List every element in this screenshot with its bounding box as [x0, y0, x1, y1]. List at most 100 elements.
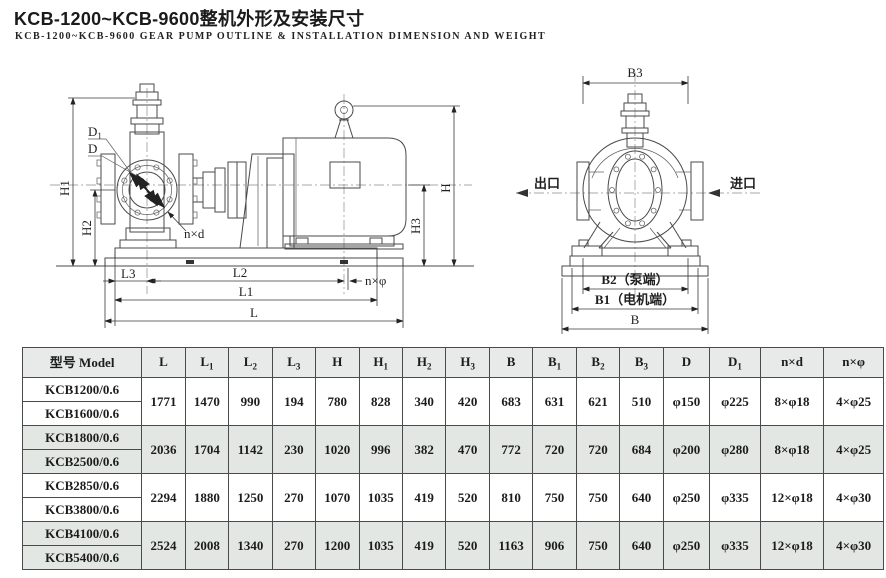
- value-cell: 990: [228, 377, 273, 426]
- dim-label-d1: D1: [88, 124, 102, 141]
- centerlines: [516, 72, 762, 300]
- value-cell: 1470: [184, 377, 230, 426]
- col-header: L: [141, 347, 186, 378]
- col-header: n×φ: [823, 347, 884, 378]
- value-cell: 470: [445, 425, 490, 474]
- dim-label-b1: B1（电机端）: [595, 292, 675, 307]
- value-cell: 1163: [488, 521, 534, 570]
- table-row: KCB3800/0.6: [21, 497, 884, 522]
- col-header: D1: [709, 347, 761, 378]
- dim-label-h2: H2: [79, 220, 94, 236]
- model-cell: KCB5400/0.6: [21, 545, 143, 570]
- value-cell: 8×φ18: [759, 425, 825, 474]
- centerlines: [50, 88, 472, 294]
- value-cell: 996: [358, 425, 403, 474]
- table-row: KCB2850/0.6 2294 1880 1250 270 1070 1035…: [21, 473, 884, 522]
- value-cell: 382: [401, 425, 447, 474]
- value-cell: 1020: [315, 425, 360, 474]
- dim-label-d: D: [88, 141, 97, 156]
- col-header: L2: [228, 347, 273, 378]
- model-cell: KCB1200/0.6: [21, 377, 143, 402]
- col-header: B1: [532, 347, 577, 378]
- value-cell: 631: [532, 377, 577, 426]
- dim-label-b2: B2（泵端）: [601, 272, 668, 287]
- col-header-model: 型号 Model: [21, 347, 143, 378]
- model-cell: KCB3800/0.6: [21, 497, 143, 522]
- value-cell: 1771: [141, 377, 186, 426]
- value-cell: φ150: [662, 377, 711, 426]
- page-subtitle: KCB-1200~KCB-9600 GEAR PUMP OUTLINE & IN…: [15, 31, 547, 42]
- value-cell: φ225: [709, 377, 761, 426]
- port-labels: 出口 进口: [516, 176, 756, 197]
- value-cell: 419: [401, 521, 447, 570]
- table-row: KCB4100/0.6 2524 2008 1340 270 1200 1035…: [21, 521, 884, 570]
- value-cell: 1035: [358, 521, 403, 570]
- value-cell: 4×φ25: [823, 377, 884, 426]
- value-cell: 621: [575, 377, 621, 426]
- col-header: H3: [445, 347, 490, 378]
- value-cell: 2524: [141, 521, 186, 570]
- value-cell: 772: [488, 425, 534, 474]
- dimensions-side: H1 H2 H H3 L3 L2 n×φ L1 L: [57, 97, 460, 328]
- model-cell: KCB4100/0.6: [21, 521, 143, 546]
- value-cell: φ335: [709, 473, 761, 522]
- col-header: L1: [184, 347, 230, 378]
- dim-label-h: H: [438, 183, 453, 192]
- side-view-drawing: H1 H2 H H3 L3 L2 n×φ L1 L: [50, 83, 474, 328]
- value-cell: 810: [488, 473, 534, 522]
- value-cell: 720: [575, 425, 621, 474]
- value-cell: 720: [532, 425, 577, 474]
- table-header-row: 型号 Model L L1 L2 L3 H H1 H2 H3 B B1 B2 B…: [21, 347, 884, 378]
- dimension-table: 型号 Model L L1 L2 L3 H H1 H2 H3 B B1 B2 B…: [21, 347, 884, 570]
- value-cell: 684: [619, 425, 664, 474]
- value-cell: 420: [445, 377, 490, 426]
- dim-label-n-phi: n×φ: [365, 273, 386, 288]
- value-cell: 1340: [228, 521, 273, 570]
- table-row: KCB5400/0.6: [21, 545, 884, 570]
- model-cell: KCB1800/0.6: [21, 425, 143, 450]
- value-cell: 510: [619, 377, 664, 426]
- value-cell: 4×φ30: [823, 473, 884, 522]
- dim-label-b: B: [631, 312, 640, 327]
- value-cell: 12×φ18: [759, 521, 825, 570]
- col-header: H1: [358, 347, 403, 378]
- pump-support-outline: [561, 221, 709, 277]
- value-cell: 640: [619, 473, 664, 522]
- col-header: D: [662, 347, 711, 378]
- dim-label-l1: L1: [239, 284, 253, 299]
- value-cell: 194: [271, 377, 317, 426]
- outlet-label: 出口: [534, 176, 560, 191]
- value-cell: 2294: [141, 473, 186, 522]
- value-cell: 780: [315, 377, 360, 426]
- inlet-label: 进口: [730, 176, 756, 191]
- value-cell: 520: [445, 473, 490, 522]
- value-cell: 828: [358, 377, 403, 426]
- col-header: B2: [575, 347, 621, 378]
- value-cell: 4×φ25: [823, 425, 884, 474]
- inlet-arrow-icon: [708, 189, 720, 197]
- value-cell: 270: [271, 521, 317, 570]
- value-cell: φ335: [709, 521, 761, 570]
- value-cell: 1142: [228, 425, 273, 474]
- value-cell: 419: [401, 473, 447, 522]
- value-cell: 2036: [141, 425, 186, 474]
- dim-label-n-d: n×d: [184, 226, 205, 241]
- value-cell: φ250: [662, 521, 711, 570]
- page-title: KCB-1200~KCB-9600整机外形及安装尺寸: [14, 9, 365, 29]
- value-cell: 1035: [358, 473, 403, 522]
- dim-label-h1: H1: [57, 180, 72, 196]
- value-cell: 750: [575, 473, 621, 522]
- value-cell: 1200: [315, 521, 360, 570]
- dim-label-l: L: [250, 305, 258, 320]
- value-cell: 2008: [184, 521, 230, 570]
- pump-outline: [96, 83, 198, 249]
- motor-outline: [282, 100, 407, 250]
- dim-label-b3: B3: [627, 65, 642, 80]
- coupling-outline: [192, 153, 295, 249]
- value-cell: 640: [619, 521, 664, 570]
- dimensions-front: B3 B2（泵端） B1（电机端） B: [561, 65, 709, 334]
- dim-label-l3: L3: [121, 266, 135, 281]
- dim-label-l2: L2: [233, 265, 247, 280]
- col-header: B3: [619, 347, 664, 378]
- value-cell: 520: [445, 521, 490, 570]
